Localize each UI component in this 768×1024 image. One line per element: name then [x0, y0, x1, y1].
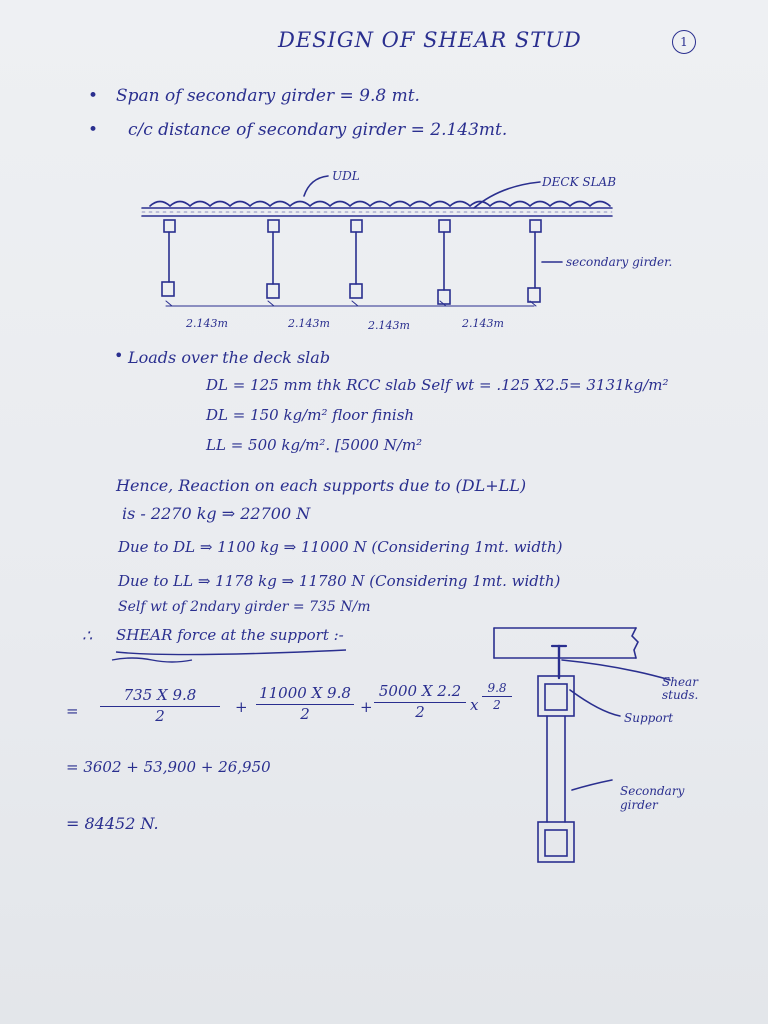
dead-load-slab: DL = 125 mm thk RCC slab Self wt = .125 …: [206, 376, 669, 394]
loads-heading: Loads over the deck slab: [128, 348, 331, 367]
spacing-label: 2.143m: [288, 317, 330, 330]
fraction-bar: [100, 706, 220, 707]
term-denominator: 2: [493, 698, 501, 712]
fraction-bar: [374, 702, 466, 703]
reaction-live-load: Due to LL ⇒ 1178 kg ⇒ 11780 N (Consideri…: [118, 572, 561, 590]
term-denominator: 2: [415, 703, 425, 721]
spacing-label: 2.143m: [462, 317, 504, 330]
spacing-label: 2.143m: [368, 319, 410, 332]
girder-self-weight: Self wt of 2ndary girder = 735 N/m: [118, 599, 371, 615]
equals-sign: =: [66, 702, 79, 720]
bullet-dot: •: [114, 346, 124, 365]
therefore-symbol: ∴: [82, 626, 93, 645]
shear-studs-label: Shear studs.: [662, 675, 699, 703]
reaction-total: is - 2270 kg ⇒ 22700 N: [122, 504, 311, 523]
shear-heading: SHEAR force at the support :-: [116, 626, 344, 644]
shear-sum-line: = 3602 + 53,900 + 26,950: [66, 758, 271, 776]
dead-load-finish: DL = 150 kg/m² floor finish: [206, 406, 415, 424]
bullet-dot: •: [88, 120, 99, 140]
spacing-label: 2.143m: [186, 317, 228, 330]
plus-sign: +: [235, 698, 248, 716]
plus-sign: +: [360, 698, 373, 716]
term-denominator: 2: [155, 707, 165, 725]
support-label: Support: [624, 711, 674, 725]
term-numerator: 11000 X 9.8: [259, 684, 351, 702]
page-number: 1: [672, 30, 696, 54]
term-numerator: 735 X 9.8: [123, 686, 197, 704]
term-dead-load: 11000 X 9.8 2: [256, 686, 354, 722]
term-self-weight: 735 X 9.8 2: [100, 688, 220, 724]
term-numerator: 5000 X 2.2: [378, 682, 462, 700]
page-title: DESIGN OF SHEAR STUD: [278, 28, 582, 52]
fraction-bar: [482, 696, 512, 697]
times-sign: x: [470, 696, 479, 714]
fraction-bar: [256, 704, 354, 705]
term-span-factor: 9.8 2: [482, 682, 512, 711]
term-denominator: 2: [300, 705, 310, 723]
secondary-girder-side-label: Secondary girder: [620, 784, 685, 813]
reaction-dead-load: Due to DL ⇒ 1100 kg ⇒ 11000 N (Consideri…: [118, 538, 563, 556]
secondary-girder-label: secondary girder.: [566, 255, 673, 269]
reaction-heading: Hence, Reaction on each supports due to …: [116, 476, 527, 495]
bullet-span: Span of secondary girder = 9.8 mt.: [116, 86, 420, 106]
deck-slab-label: DECK SLAB: [542, 175, 617, 189]
shear-result: = 84452 N.: [66, 814, 159, 833]
term-numerator: 9.8: [487, 681, 507, 695]
bullet-spacing: c/c distance of secondary girder = 2.143…: [128, 120, 508, 140]
live-load: LL = 500 kg/m². [5000 N/m²: [206, 436, 423, 454]
bullet-dot: •: [88, 86, 99, 106]
term-live-load: 5000 X 2.2 2: [374, 684, 466, 720]
udl-label: UDL: [332, 169, 360, 183]
